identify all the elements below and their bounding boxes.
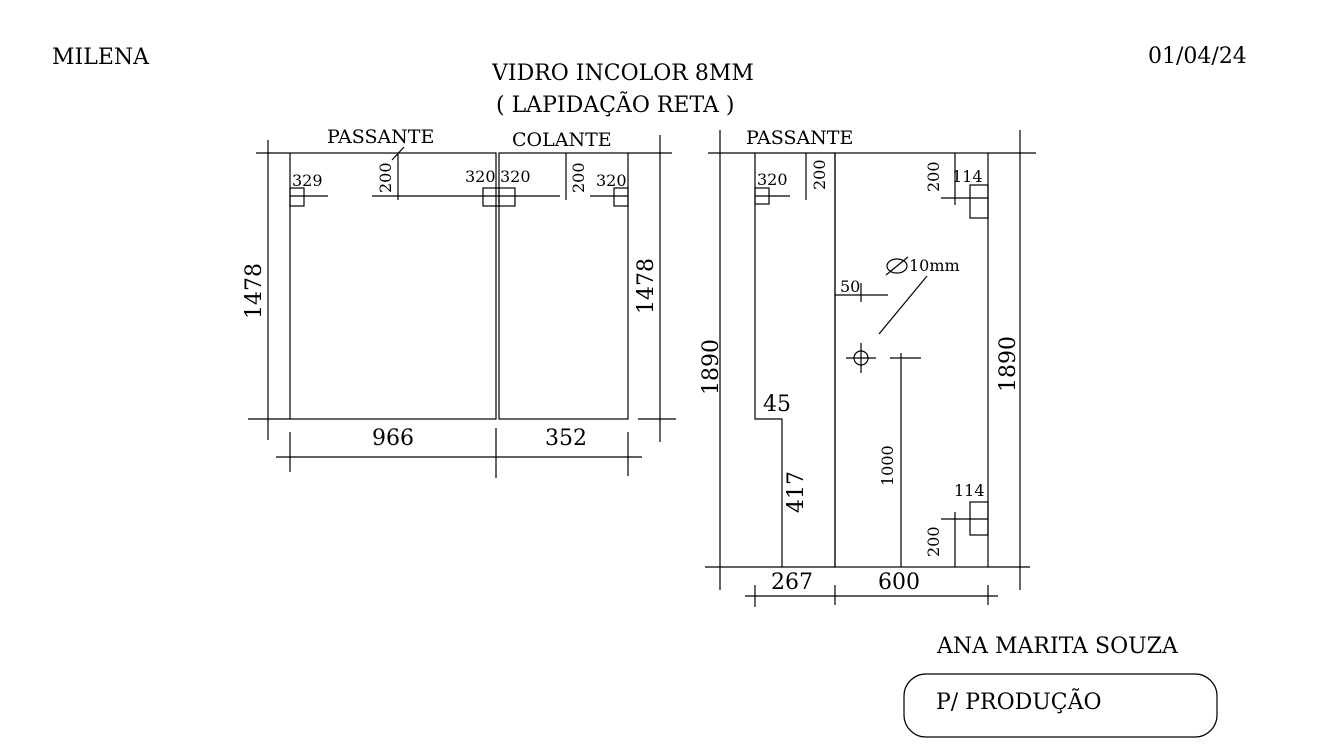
right-panel-door (834, 152, 989, 568)
dim-hole-diameter: 10mm (909, 256, 960, 275)
production-stamp-box (903, 673, 1218, 738)
dim-width-966: 966 (372, 426, 414, 451)
dim-width-267: 267 (771, 570, 813, 595)
dim-hole-320-a: 320 (465, 167, 496, 186)
dim-width-600: 600 (878, 570, 920, 595)
left-height-dimension (248, 140, 290, 440)
dim-height-1478-right: 1478 (634, 258, 659, 314)
label-passante-left: PASSANTE (327, 126, 434, 148)
client-name: MILENA (52, 45, 150, 70)
right-height-dimension-left-drawing (628, 135, 676, 442)
left-panel-colante (498, 152, 629, 420)
hole-box-320-right (613, 187, 629, 207)
drawing-subtitle: ( LAPIDAÇÃO RETA ) (496, 90, 734, 118)
hole-leader-line (878, 275, 928, 335)
left-panel-passante (289, 152, 497, 420)
left-glass-panels (289, 146, 629, 420)
dim-hole-320-c: 320 (596, 171, 627, 190)
hole-box-329 (289, 187, 305, 207)
dim-height-1890-left: 1890 (699, 339, 724, 395)
top-hinge-box (969, 184, 989, 219)
dim-top-hinge-200: 200 (924, 161, 943, 192)
drawing-date: 01/04/24 (1148, 44, 1247, 69)
dim-height-1890-right: 1890 (996, 336, 1021, 392)
dim-step-417: 417 (784, 471, 809, 513)
left-width-dimension (276, 428, 642, 478)
dim-hole-320-side: 320 (757, 170, 788, 189)
label-passante-right: PASSANTE (746, 127, 853, 149)
dim-offset-200-b: 200 (569, 162, 588, 193)
dim-width-352: 352 (545, 426, 587, 451)
dim-height-1478-left: 1478 (242, 263, 267, 319)
dim-hole-offset-50: 50 (840, 277, 860, 296)
production-stamp-label: P/ PRODUÇÃO (936, 687, 1102, 715)
dim-offset-200-a: 200 (376, 162, 395, 193)
label-colante: COLANTE (512, 129, 612, 151)
right-height-dimension-left (705, 130, 782, 590)
dim-bottom-hinge-200: 200 (924, 526, 943, 557)
dim-hole-height-1000: 1000 (878, 445, 897, 486)
diameter-symbol-icon (886, 258, 908, 274)
dim-step-45: 45 (763, 392, 791, 417)
dim-top-hinge-114: 114 (952, 167, 983, 186)
dim-hole-329: 329 (292, 171, 323, 190)
right-height-dimension-right (988, 130, 1036, 590)
customer-name: ANA MARITA SOUZA (936, 634, 1179, 659)
dim-bottom-hinge-114: 114 (954, 481, 985, 500)
dim-offset-200-side: 200 (810, 159, 829, 190)
dim-hole-320-b: 320 (500, 167, 531, 186)
right-width-dimension (745, 585, 998, 607)
drawing-title: VIDRO INCOLOR 8MM (491, 61, 754, 86)
